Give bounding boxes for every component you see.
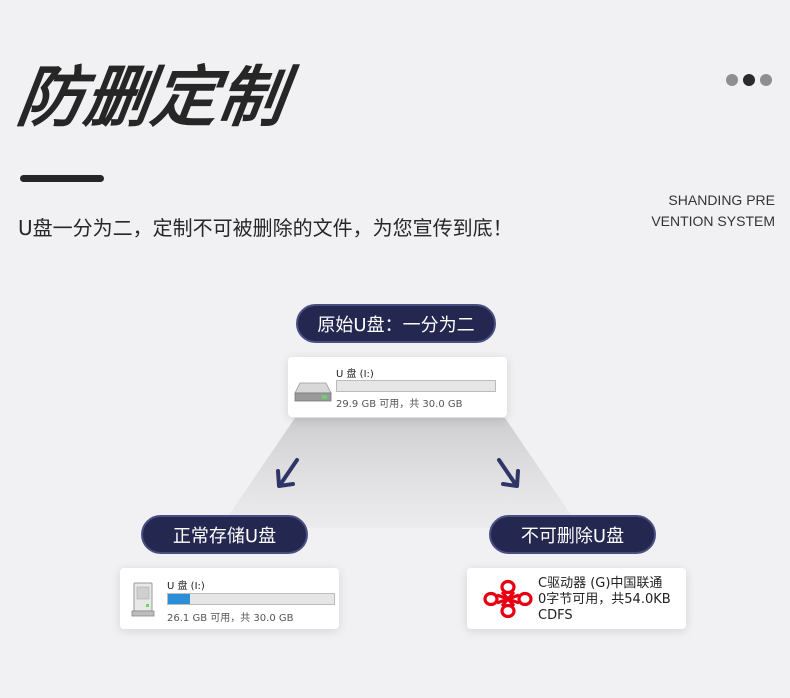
drive-name: U 盘 (I:): [336, 369, 374, 380]
usb-drive-icon: [294, 382, 332, 402]
china-unicom-logo-icon: [483, 579, 533, 619]
drive-capacity: 29.9 GB 可用，共 30.0 GB: [336, 399, 463, 410]
normal-storage-card[interactable]: U 盘 (I:) 26.1 GB 可用，共 30.0 GB: [120, 568, 339, 629]
drive-capacity: 26.1 GB 可用，共 30.0 GB: [167, 613, 294, 624]
english-line-2: VENTION SYSTEM: [651, 213, 775, 229]
original-drive-pill: 原始U盘：一分为二: [296, 304, 496, 343]
carousel-dot-1[interactable]: [726, 74, 738, 86]
cd-drive-capacity: 0字节可用，共54.0KB: [538, 592, 671, 607]
carousel-dots: [726, 74, 772, 86]
title-underline: [20, 175, 104, 182]
undeletable-card[interactable]: C驱动器 (G)中国联通 0字节可用，共54.0KB CDFS: [467, 568, 686, 629]
drive-usage-bar: [336, 380, 496, 392]
triangle-shading: [220, 418, 580, 528]
carousel-dot-3[interactable]: [760, 74, 772, 86]
english-line-1: SHANDING PRE: [668, 192, 775, 208]
cd-drive-name: C驱动器 (G)中国联通: [538, 576, 663, 591]
drive-usage-bar: [167, 593, 335, 605]
arrow-down-left-icon: [276, 458, 299, 488]
carousel-dot-2[interactable]: [743, 74, 755, 86]
subtitle: U盘一分为二，定制不可被删除的文件，为您宣传到底！: [18, 216, 513, 240]
drive-usage-fill: [168, 594, 190, 604]
cd-drive-filesystem: CDFS: [538, 608, 573, 623]
drive-name: U 盘 (I:): [167, 581, 205, 592]
removable-disk-icon: [131, 582, 155, 617]
cd-drive-info: C驱动器 (G)中国联通 0字节可用，共54.0KB CDFS: [538, 576, 671, 624]
original-drive-card[interactable]: U 盘 (I:) 29.9 GB 可用，共 30.0 GB: [288, 357, 507, 417]
english-subtitle: SHANDING PRE VENTION SYSTEM: [651, 190, 775, 232]
normal-storage-pill: 正常存储U盘: [141, 515, 308, 554]
undeletable-pill: 不可删除U盘: [489, 515, 656, 554]
page-title: 防删定制: [12, 59, 292, 136]
arrow-down-right-icon: [497, 458, 520, 488]
